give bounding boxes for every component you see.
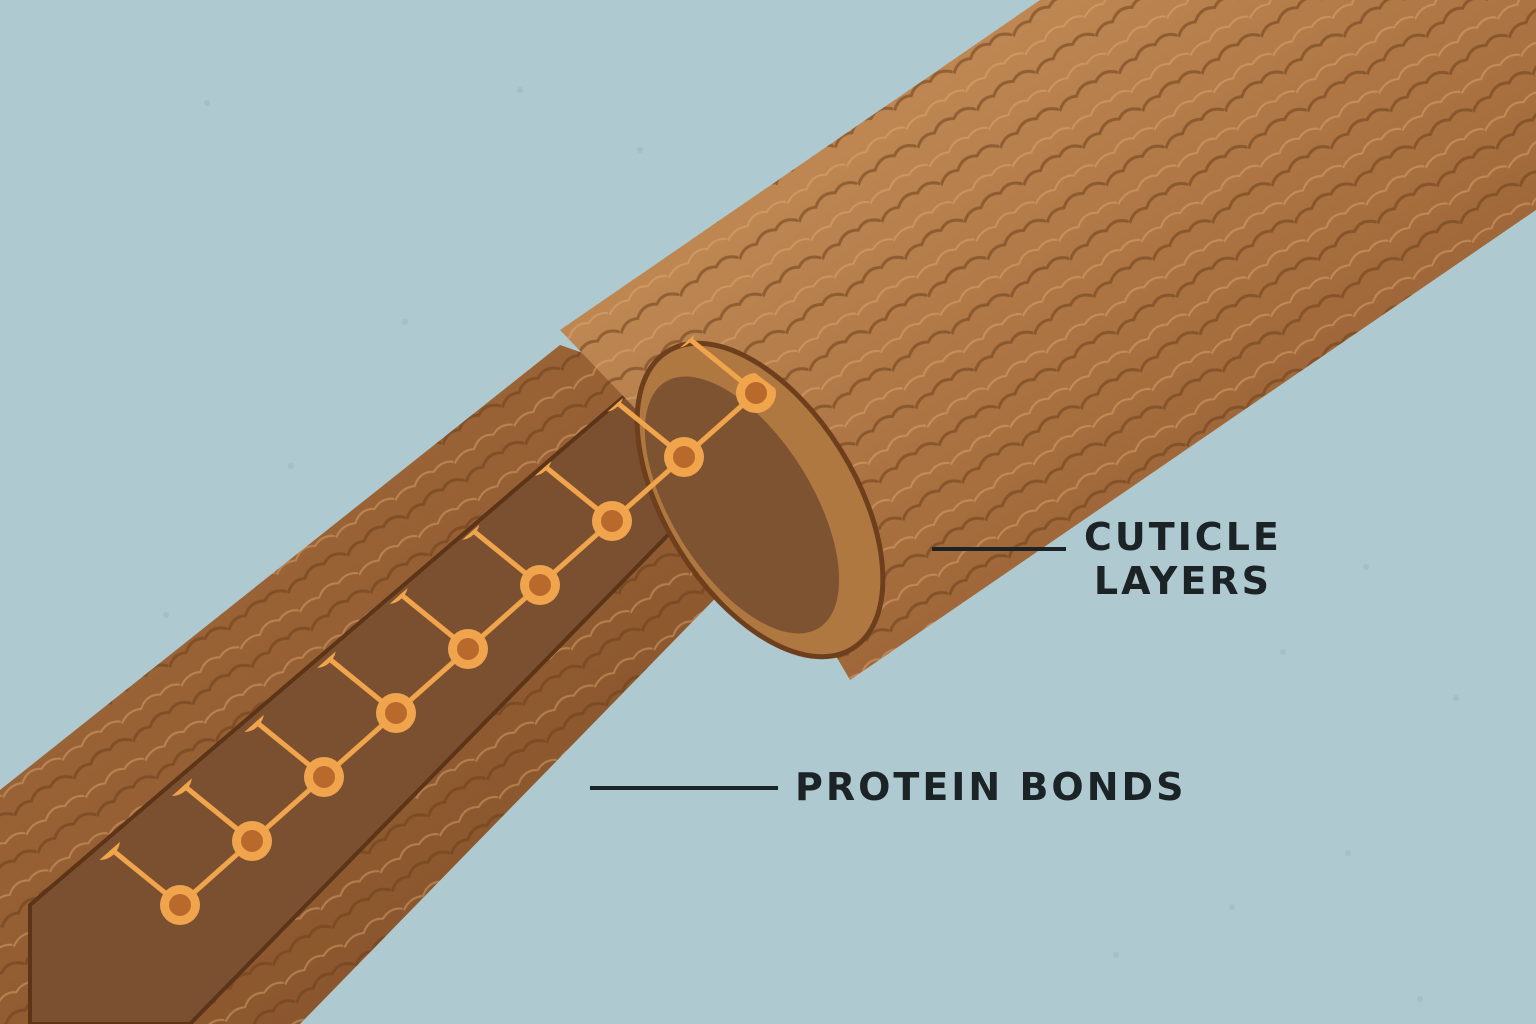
speck	[1345, 850, 1351, 856]
protein-bonds-label: PROTEIN BONDS	[795, 765, 1187, 809]
speck	[402, 319, 408, 325]
bond-node-core	[745, 382, 767, 404]
speck	[637, 147, 643, 153]
bond-node-core	[457, 638, 479, 660]
cuticle-layers-label: CUTICLE LAYERS	[1084, 515, 1282, 603]
speck	[204, 100, 210, 106]
bond-node-core	[529, 574, 551, 596]
cuticle-label-line2: LAYERS	[1093, 558, 1272, 603]
speck	[517, 87, 523, 93]
speck	[1229, 904, 1235, 910]
speck	[288, 463, 294, 469]
speck	[1453, 695, 1459, 701]
speck	[1280, 649, 1286, 655]
cuticle-label-line1: CUTICLE	[1084, 515, 1282, 559]
bond-node-core	[169, 894, 191, 916]
bond-node-core	[673, 446, 695, 468]
speck	[1113, 952, 1119, 958]
bond-node-core	[601, 510, 623, 532]
cuticle-sleeve	[560, 0, 1536, 680]
speck	[1363, 564, 1369, 570]
bond-node-core	[313, 766, 335, 788]
speck	[1417, 996, 1423, 1002]
speck	[163, 612, 169, 618]
bond-node-core	[241, 830, 263, 852]
bond-node-core	[385, 702, 407, 724]
